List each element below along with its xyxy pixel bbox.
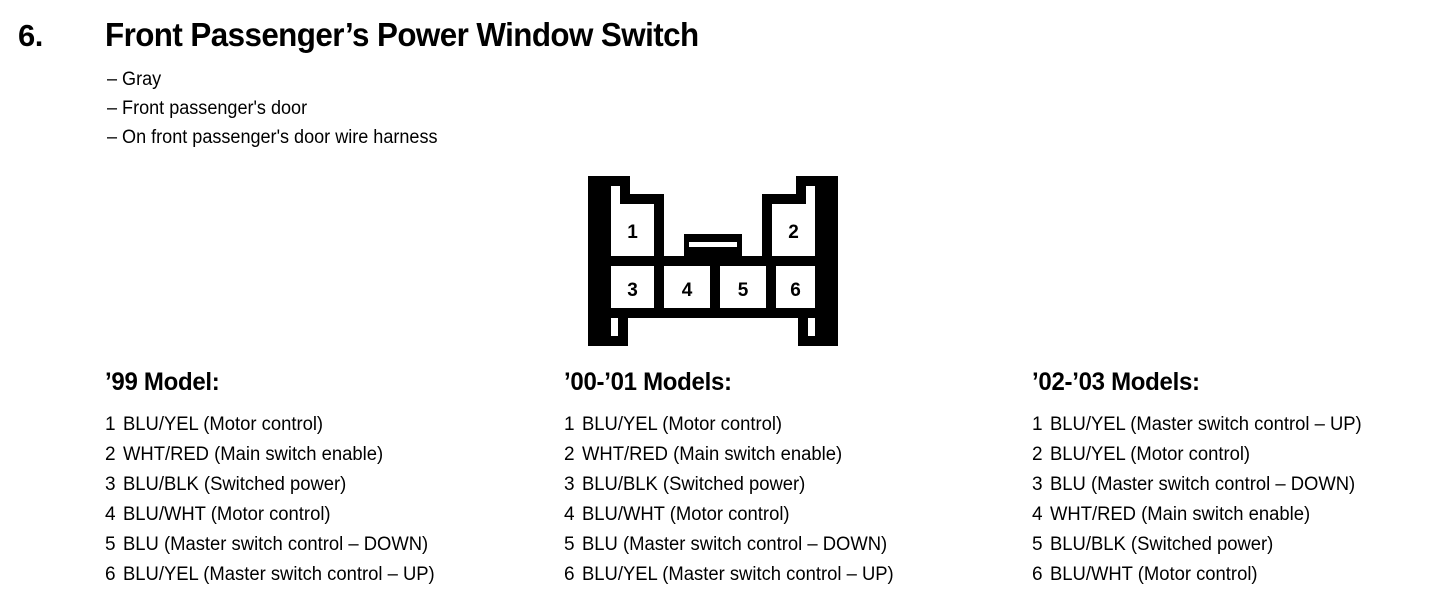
detail-item-color: – Gray <box>107 69 162 90</box>
pin-table-99-model: ’99 Model: 1 BLU/YEL (Motor control) 2 W… <box>105 368 444 594</box>
page-title: Front Passenger’s Power Window Switch <box>105 16 699 53</box>
connector-bottom-edge <box>588 308 838 318</box>
pin-description: BLU/YEL (Master switch control – UP) <box>1050 414 1362 435</box>
column-heading: ’00-’01 Models: <box>564 368 732 396</box>
pin-number: 1 <box>564 414 575 435</box>
pin-description: BLU/BLK (Switched power) <box>123 474 347 495</box>
connector-pin-label-2: 2 <box>788 222 799 243</box>
pin-number: 5 <box>564 534 575 555</box>
pin-description: WHT/RED (Main switch enable) <box>582 444 843 465</box>
connector-diagram: 1 2 3 4 5 6 <box>588 176 838 346</box>
pin-number: 1 <box>105 414 116 435</box>
table-row: 2 WHT/RED (Main switch enable) <box>564 444 903 474</box>
connector-pin-label-4: 4 <box>681 280 693 301</box>
pin-number: 6 <box>564 564 575 585</box>
table-row: 1 BLU/YEL (Motor control) <box>105 414 444 444</box>
table-row: 3 BLU/BLK (Switched power) <box>564 474 903 504</box>
table-row: 1 BLU/YEL (Master switch control – UP) <box>1032 414 1371 444</box>
connector-pin-label-6: 6 <box>790 280 801 301</box>
pin-description: BLU/YEL (Motor control) <box>123 414 324 435</box>
pin-number: 5 <box>105 534 116 555</box>
pin-number: 2 <box>1032 444 1043 465</box>
connector-top-right-step <box>796 176 838 186</box>
pin-number: 3 <box>564 474 575 495</box>
connector-pin-label-5: 5 <box>737 280 749 301</box>
pin-number: 4 <box>1032 504 1043 525</box>
pin-description: BLU/YEL (Motor control) <box>1050 444 1251 465</box>
table-row: 2 WHT/RED (Main switch enable) <box>105 444 444 474</box>
pin-number: 6 <box>105 564 116 585</box>
connector-top-left-shelf <box>620 194 664 204</box>
pin-description: BLU/WHT (Motor control) <box>1050 564 1258 585</box>
table-row: 3 BLU/BLK (Switched power) <box>105 474 444 504</box>
detail-item-harness: – On front passenger's door wire harness <box>107 127 438 148</box>
connector-bottom-left-tab-riser <box>618 308 628 346</box>
pin-number: 4 <box>564 504 575 525</box>
pin-description: BLU/WHT (Motor control) <box>582 504 790 525</box>
table-row: 1 BLU/YEL (Motor control) <box>564 414 903 444</box>
pin-number: 1 <box>1032 414 1043 435</box>
connector-top-right-shelf <box>762 194 806 204</box>
table-row: 4 WHT/RED (Main switch enable) <box>1032 504 1371 534</box>
connector-latch-tab-slot <box>689 242 737 247</box>
connector-bottom-right-tab-riser <box>798 308 808 346</box>
pin-number: 4 <box>105 504 116 525</box>
connector-divider-4-5 <box>710 264 720 316</box>
column-heading: ’99 Model: <box>105 368 220 396</box>
connector-divider-3-4 <box>654 264 664 316</box>
connector-pin-label-3: 3 <box>627 280 638 301</box>
pin-number: 2 <box>564 444 575 465</box>
table-row: 6 BLU/WHT (Motor control) <box>1032 564 1371 594</box>
connector-top-left-step <box>588 176 630 186</box>
pin-description: BLU/YEL (Master switch control – UP) <box>582 564 894 585</box>
connector-middle-divider <box>588 256 838 266</box>
connector-top-right-riser <box>796 176 806 204</box>
connector-pin-label-1: 1 <box>627 222 638 243</box>
pin-description: BLU (Master switch control – DOWN) <box>123 534 429 555</box>
pin-table-00-01-models: ’00-’01 Models: 1 BLU/YEL (Motor control… <box>564 368 903 594</box>
connector-divider-5-6 <box>766 264 776 316</box>
table-row: 3 BLU (Master switch control – DOWN) <box>1032 474 1371 504</box>
connector-pin2-left-wall <box>762 194 772 264</box>
pin-description: BLU (Master switch control – DOWN) <box>582 534 888 555</box>
pin-number: 5 <box>1032 534 1043 555</box>
table-row: 5 BLU (Master switch control – DOWN) <box>105 534 444 564</box>
connector-details-list: – Gray – Front passenger's door – On fro… <box>107 65 807 152</box>
table-row: 2 BLU/YEL (Motor control) <box>1032 444 1371 474</box>
table-row: 6 BLU/YEL (Master switch control – UP) <box>105 564 444 594</box>
pin-description: BLU/YEL (Master switch control – UP) <box>123 564 435 585</box>
pin-number: 3 <box>105 474 116 495</box>
pin-number: 3 <box>1032 474 1043 495</box>
pin-number: 2 <box>105 444 116 465</box>
table-row: 6 BLU/YEL (Master switch control – UP) <box>564 564 903 594</box>
connector-pin1-right-wall <box>654 194 664 264</box>
table-row: 4 BLU/WHT (Motor control) <box>105 504 444 534</box>
pin-description: BLU/YEL (Motor control) <box>582 414 783 435</box>
pin-table-02-03-models: ’02-’03 Models: 1 BLU/YEL (Master switch… <box>1032 368 1371 594</box>
detail-item-location: – Front passenger's door <box>107 98 308 119</box>
pin-description: BLU (Master switch control – DOWN) <box>1050 474 1356 495</box>
pin-description: BLU/BLK (Switched power) <box>582 474 806 495</box>
pin-number: 6 <box>1032 564 1043 585</box>
page-title-row: 6. Front Passenger’s Power Window Switch <box>0 8 1456 56</box>
connector-bottom-right-tab-inner <box>798 336 838 346</box>
table-row: 5 BLU (Master switch control – DOWN) <box>564 534 903 564</box>
pin-description: WHT/RED (Main switch enable) <box>123 444 384 465</box>
section-number: 6. <box>18 18 43 53</box>
pin-description: WHT/RED (Main switch enable) <box>1050 504 1311 525</box>
connector-top-left-riser <box>620 176 630 204</box>
connector-bottom-left-tab-inner <box>588 336 628 346</box>
pin-description: BLU/BLK (Switched power) <box>1050 534 1274 555</box>
pin-description: BLU/WHT (Motor control) <box>123 504 331 525</box>
table-row: 4 BLU/WHT (Motor control) <box>564 504 903 534</box>
table-row: 5 BLU/BLK (Switched power) <box>1032 534 1371 564</box>
column-heading: ’02-’03 Models: <box>1032 368 1200 396</box>
